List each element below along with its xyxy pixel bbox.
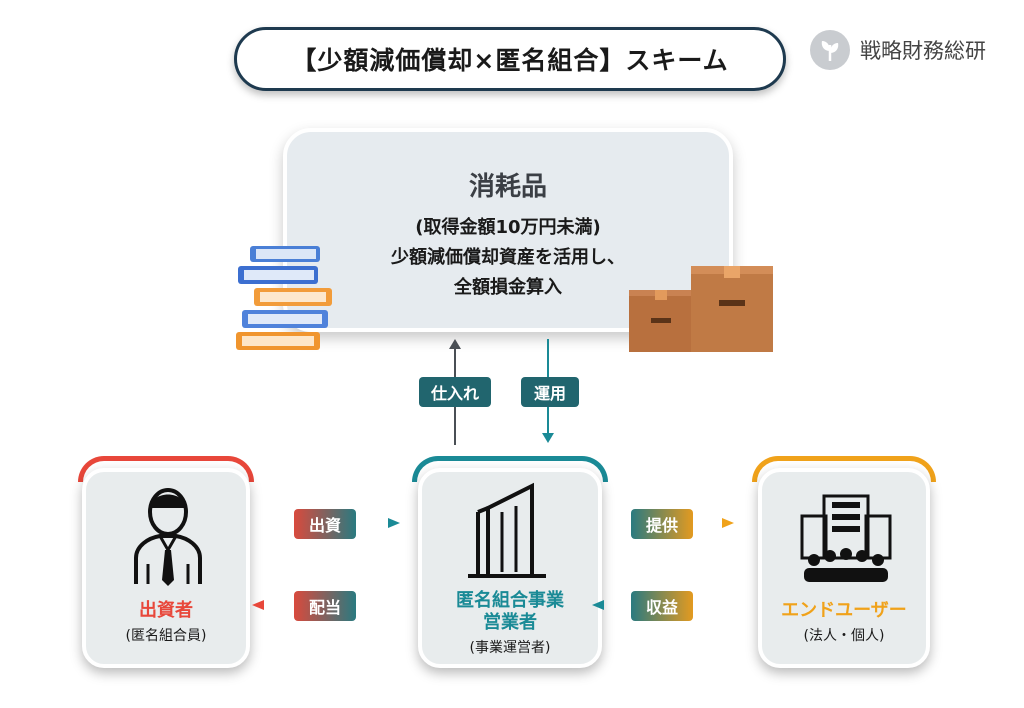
businessman-icon: [134, 488, 202, 586]
consumables-line-3: 全額損金算入: [454, 277, 562, 298]
operate-tag: 運用: [521, 377, 579, 407]
brand-name: 戦略財務総研: [860, 39, 986, 63]
operator-sub: (事業運営者): [469, 640, 551, 656]
operator-card-body: 匿名組合事業 営業者 (事業運営者): [418, 468, 602, 668]
end-user-card-body: エンドユーザー (法人・個人): [758, 468, 930, 668]
invest-tag: 出資: [294, 509, 356, 539]
provide-tag: 提供: [631, 509, 693, 539]
consumables-line-1: (取得金額10万円未満): [415, 217, 601, 238]
consumables-title: 消耗品: [468, 172, 547, 202]
dividend-tag: 配当: [294, 591, 356, 621]
investor-label: 出資者: [139, 600, 193, 621]
revenue-tag: 収益: [631, 591, 693, 621]
office-building-icon: [468, 482, 546, 578]
purchase-tag: 仕入れ: [419, 377, 491, 407]
consumables-box: 消耗品 (取得金額10万円未満) 少額減価償却資産を活用し、 全額損金算入: [283, 128, 733, 332]
building-and-people-icon: [800, 494, 892, 582]
investor-card-body: 出資者 (匿名組合員): [82, 468, 250, 668]
operator-label-2: 営業者: [483, 612, 537, 633]
operator-card: [412, 456, 608, 482]
cardboard-boxes-icon: [629, 266, 773, 352]
investor-sub: (匿名組合員): [125, 628, 207, 644]
diagram-title: 【少額減価償却×匿名組合】スキーム: [234, 27, 786, 91]
investor-card: [78, 456, 254, 482]
consumables-line-2: 少額減価償却資産を活用し、: [391, 247, 625, 268]
books-icon: [236, 246, 332, 350]
end-user-card: [752, 456, 936, 482]
leaf-logo-icon: [810, 30, 850, 70]
end-user-sub: (法人・個人): [803, 628, 885, 644]
end-user-label: エンドユーザー: [781, 600, 907, 621]
operator-label-1: 匿名組合事業: [456, 590, 564, 611]
brand: 戦略財務総研: [810, 30, 986, 70]
